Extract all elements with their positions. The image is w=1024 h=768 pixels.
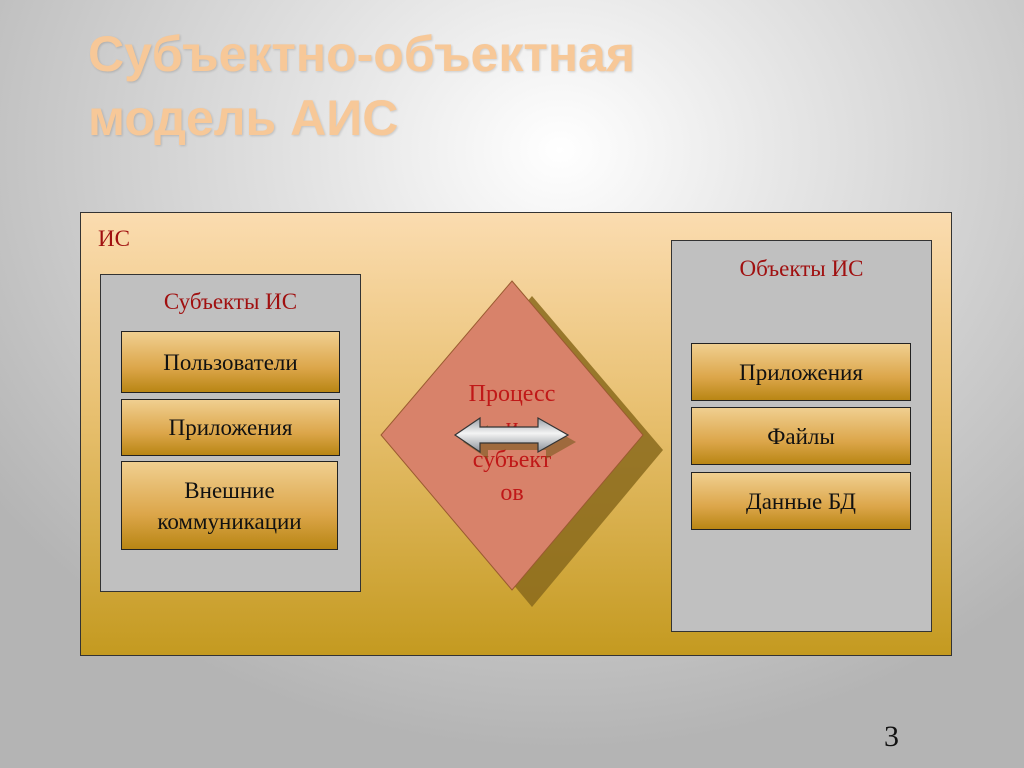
subjects-label: Субъекты ИС <box>163 289 298 314</box>
object-item: Файлы <box>691 407 911 465</box>
process-line: ов <box>500 480 524 506</box>
objects-label: Объекты ИС <box>739 256 864 281</box>
process-line: субъект <box>472 447 552 473</box>
process-line: и <box>505 414 519 440</box>
title-line-1: Субъектно-объектная <box>88 26 636 82</box>
page-number: 3 <box>884 720 899 753</box>
slide-title: Субъектно-объектная модель АИС <box>88 22 635 150</box>
object-item: Данные БД <box>691 472 911 530</box>
title-line-2: модель АИС <box>88 90 399 146</box>
process-line: Процесс <box>468 381 556 407</box>
process-label: Процесс и субъект ов <box>432 378 592 510</box>
system-label: ИС <box>98 226 130 251</box>
object-item: Приложения <box>691 343 911 401</box>
subject-item: Внешние коммуникации <box>121 461 338 550</box>
subject-item: Приложения <box>121 399 340 456</box>
subject-item: Пользователи <box>121 331 340 393</box>
